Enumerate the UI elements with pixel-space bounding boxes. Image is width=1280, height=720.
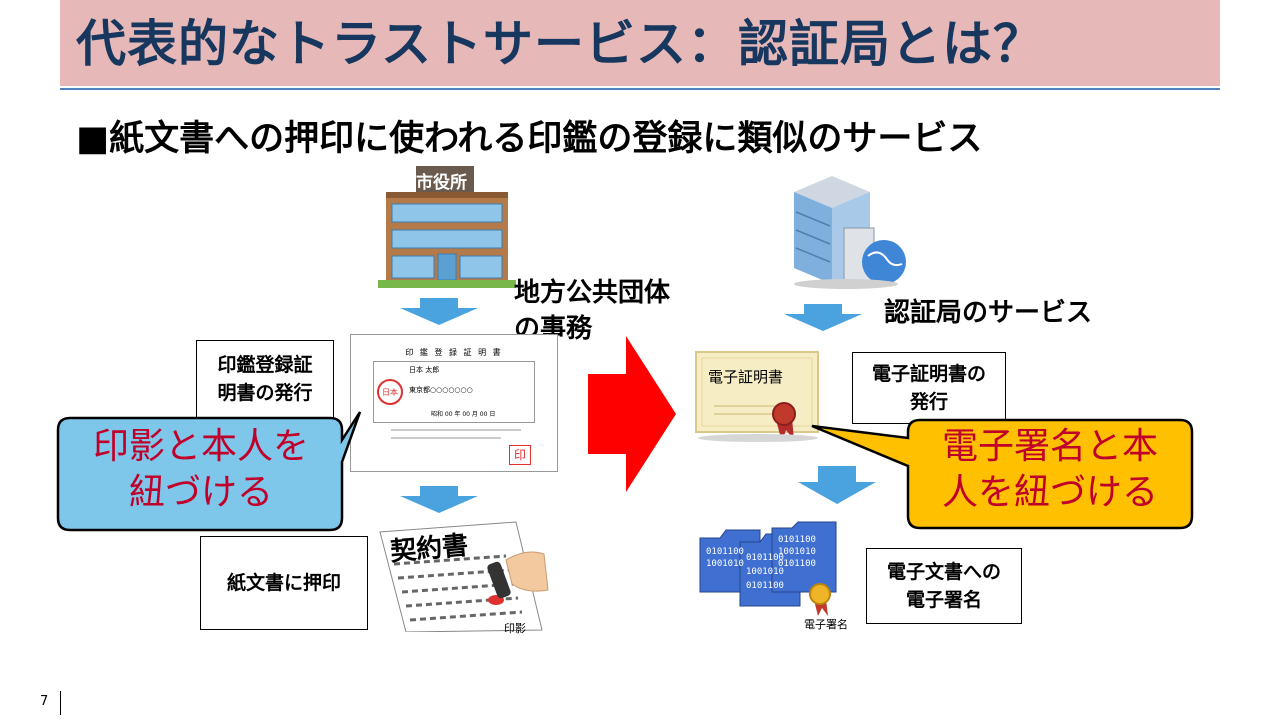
svg-text:0101100: 0101100 (778, 559, 816, 569)
seal-registration-certificate: 印 鑑 登 録 証 明 書 日本 太郎 東京都○○○○○○○ 昭和 00 年 0… (350, 334, 558, 472)
city-hall-building-icon (378, 166, 516, 288)
subtitle: ■紙文書への押印に使われる印鑑の登録に類似のサービス (76, 119, 983, 159)
callout-left-line1: 印影と本人を (92, 426, 309, 467)
cert-doc-date: 昭和 00 年 00 月 00 日 (431, 411, 496, 418)
page-title: 代表的なトラストサービス：認証局とは？ (76, 15, 1044, 73)
callout-shape-left (56, 411, 362, 532)
svg-text:1001010: 1001010 (706, 559, 744, 569)
svg-text:0101100: 0101100 (778, 535, 816, 545)
seal-cert-issue-box: 印鑑登録証 明書の発行 (196, 340, 334, 418)
title-divider (60, 88, 1220, 90)
callout-left: 印影と本人を 紐づける (58, 424, 344, 516)
e-cert-issue-box: 電子証明書の 発行 (852, 352, 1006, 424)
cert-doc-name: 日本 太郎 (409, 366, 440, 374)
arrow-down-icon (400, 298, 478, 325)
callout-left-line2: 紐づける (128, 472, 273, 513)
e-sign-line1: 電子文書への (886, 561, 1001, 583)
seal-impression-icon: 日本 (377, 379, 403, 405)
cert-doc-address: 東京都○○○○○○○ (409, 386, 473, 394)
stamp-impression-caption: 印影 (504, 622, 526, 635)
callout-right-line1: 電子署名と本 (941, 426, 1158, 467)
e-cert-issue-line1: 電子証明書の (871, 363, 986, 385)
cert-doc-header: 印 鑑 登 録 証 明 書 (405, 348, 503, 357)
seal-cert-issue-line2: 明書の発行 (217, 382, 313, 404)
svg-text:0101100: 0101100 (746, 553, 784, 563)
esign-caption: 電子署名 (804, 618, 848, 631)
e-sign-line2: 電子署名 (905, 589, 982, 611)
seal-cert-issue-line1: 印鑑登録証 (217, 354, 313, 376)
ca-service-label: 認証局のサービス (884, 298, 1093, 328)
callout-right-line2: 人を紐づける (941, 472, 1158, 513)
contract-title: 契約書 (389, 530, 470, 568)
callout-right: 電子署名と本 人を紐づける (908, 424, 1192, 516)
e-sign-box: 電子文書への 電子署名 (866, 548, 1022, 624)
callout-shape-right (811, 418, 1194, 530)
page-number-divider (60, 691, 61, 715)
svg-text:1001010: 1001010 (746, 567, 784, 577)
e-cert-issue-line2: 発行 (909, 391, 948, 413)
certificate-text: 電子証明書 (708, 368, 784, 386)
svg-text:0101100: 0101100 (706, 547, 744, 557)
title-bar (60, 0, 1220, 86)
official-seal-icon: 印 (509, 445, 531, 465)
arrow-down-icon (400, 486, 478, 513)
svg-text:1001010: 1001010 (778, 547, 816, 557)
paper-stamp-box: 紙文書に押印 (200, 536, 368, 630)
contract-document-icon (379, 521, 549, 632)
electronic-certificate-icon (695, 351, 819, 442)
building-sign: 市役所 (416, 173, 467, 193)
svg-text:0101100: 0101100 (746, 581, 784, 591)
arrow-down-icon (784, 304, 862, 331)
big-right-arrow-icon (588, 336, 676, 492)
arrow-down-icon (798, 466, 876, 504)
page-number: 7 (40, 694, 49, 709)
office-label-line1: 地方公共団体 (514, 278, 671, 308)
server-globe-icon (794, 176, 906, 289)
